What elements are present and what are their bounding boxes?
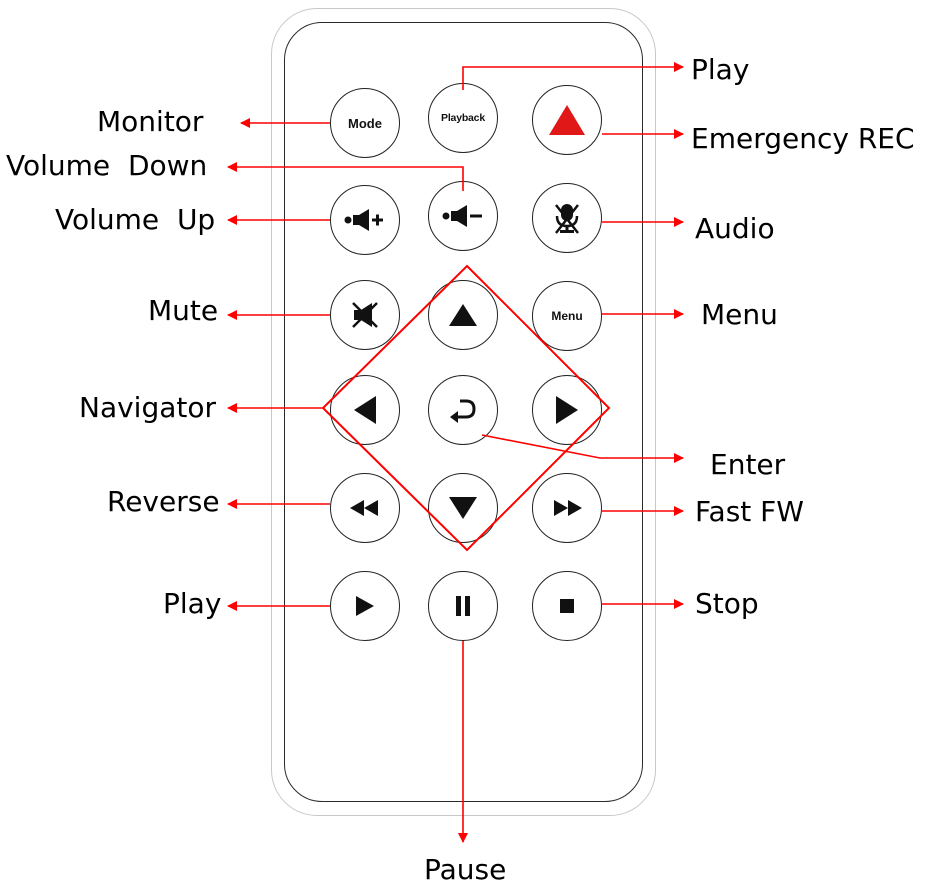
label-play-top: Play	[691, 53, 750, 86]
menu-button[interactable]: Menu	[532, 281, 602, 351]
label-reverse: Reverse	[107, 485, 220, 518]
label-pause: Pause	[424, 853, 507, 886]
label-fast-fw: Fast FW	[695, 495, 804, 528]
label-play-bottom: Play	[163, 587, 222, 620]
arrow-down-icon	[448, 496, 478, 520]
arrow-right-icon	[555, 395, 579, 425]
rewind-icon	[349, 498, 381, 518]
label-monitor: Monitor	[97, 105, 204, 138]
label-emergency-rec: Emergency REC	[691, 122, 915, 155]
nav-down-button[interactable]	[428, 473, 498, 543]
arrow-left-icon	[353, 395, 377, 425]
stop-icon	[559, 598, 575, 614]
label-audio: Audio	[695, 212, 775, 245]
emergency-rec-button[interactable]	[532, 85, 602, 155]
fast-forward-button[interactable]	[532, 473, 602, 543]
playback-button-label: Playback	[441, 112, 485, 124]
mute-icon	[348, 300, 382, 330]
label-navigator: Navigator	[79, 391, 217, 424]
red-triangle-icon	[547, 103, 587, 137]
arrow-up-icon	[448, 303, 478, 327]
play-button[interactable]	[330, 571, 400, 641]
fast-forward-icon	[551, 498, 583, 518]
stop-button[interactable]	[532, 571, 602, 641]
label-menu: Menu	[701, 298, 778, 331]
playback-button[interactable]: Playback	[428, 83, 498, 153]
mode-button-label: Mode	[348, 115, 382, 131]
label-enter: Enter	[710, 448, 786, 481]
volume-down-button[interactable]	[428, 181, 498, 251]
volume-up-button[interactable]	[330, 185, 400, 255]
nav-right-button[interactable]	[532, 375, 602, 445]
return-icon	[448, 397, 478, 423]
label-volume-up: Volume Up	[55, 203, 216, 236]
pause-button[interactable]	[428, 571, 498, 641]
reverse-button[interactable]	[330, 473, 400, 543]
play-icon	[355, 595, 375, 617]
nav-left-button[interactable]	[330, 375, 400, 445]
label-mute: Mute	[148, 294, 219, 327]
label-volume-down: Volume Down	[6, 149, 208, 182]
mic-off-icon	[552, 201, 582, 235]
audio-button[interactable]	[532, 183, 602, 253]
mute-button[interactable]	[330, 280, 400, 350]
menu-button-label: Menu	[551, 309, 583, 323]
volume-down-icon	[441, 204, 485, 228]
pause-icon	[455, 595, 471, 617]
nav-up-button[interactable]	[428, 280, 498, 350]
mode-button[interactable]: Mode	[330, 88, 400, 158]
label-stop: Stop	[695, 587, 759, 620]
volume-up-icon	[343, 208, 387, 232]
enter-button[interactable]	[428, 375, 498, 445]
